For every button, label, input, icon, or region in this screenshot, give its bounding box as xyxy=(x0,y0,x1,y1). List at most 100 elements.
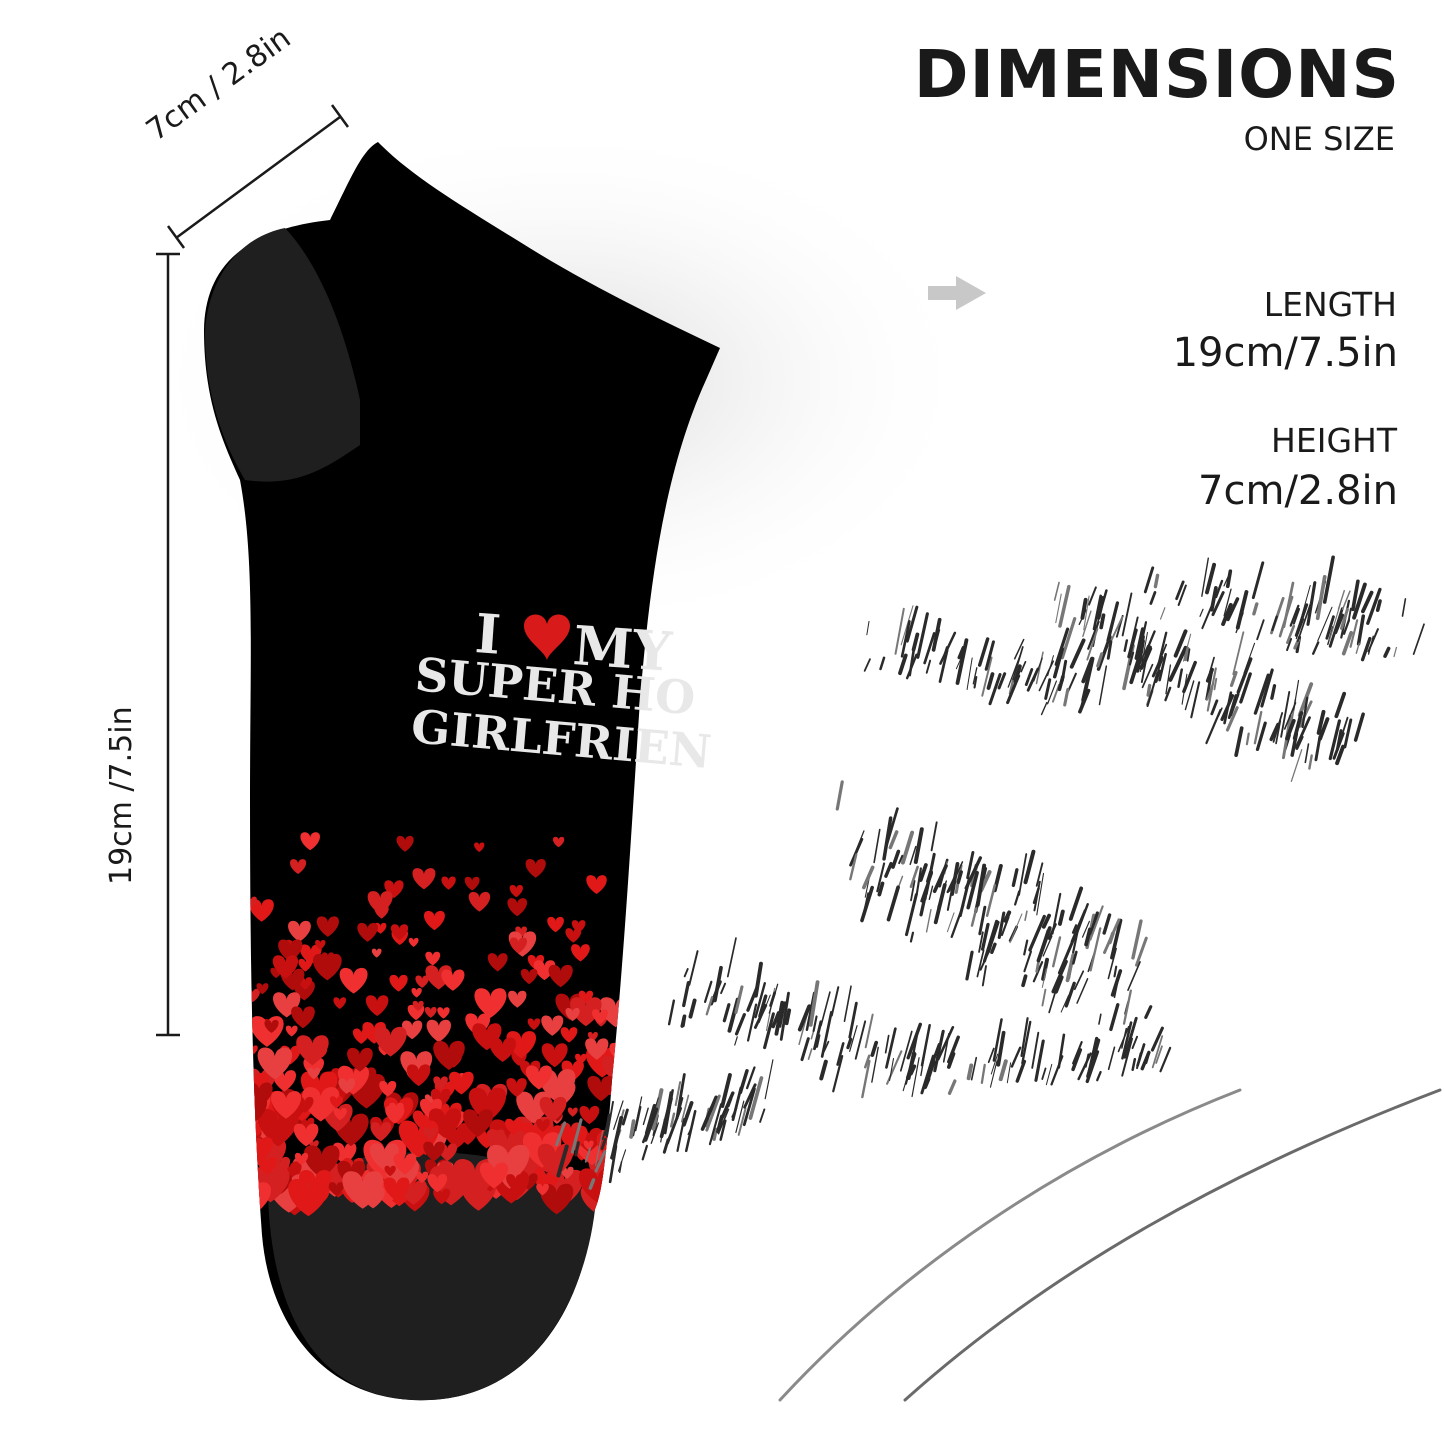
sketch-stroke xyxy=(1164,686,1172,702)
sketch-stroke xyxy=(871,1046,879,1083)
sketch-stroke xyxy=(864,1013,874,1049)
sock-heel xyxy=(205,228,360,482)
sketch-stroke xyxy=(908,647,916,677)
sketch-stroke xyxy=(1088,586,1097,606)
heart-decoration xyxy=(541,1043,568,1068)
sketch-stroke xyxy=(1225,706,1239,732)
sketch-stroke xyxy=(980,1063,986,1084)
sketch-stroke xyxy=(764,1059,774,1100)
sketch-stroke xyxy=(873,828,881,864)
sketch-stroke xyxy=(1184,680,1195,711)
sketch-stroke xyxy=(948,861,964,892)
sketch-stroke xyxy=(981,656,993,697)
sketch-stroke xyxy=(1401,598,1407,617)
sketch-stroke xyxy=(1031,1031,1040,1069)
sketch-stroke xyxy=(1301,696,1309,729)
heart-decoration xyxy=(488,1129,505,1145)
sketch-stroke xyxy=(797,1004,812,1032)
sketch-stroke xyxy=(911,632,920,652)
heart-decoration xyxy=(541,1015,564,1036)
length-dimension-line xyxy=(156,252,180,1037)
sketch-stroke xyxy=(632,1096,643,1137)
sketch-stroke xyxy=(996,1030,1006,1067)
sketch-stroke xyxy=(1159,1046,1172,1073)
sketch-stroke xyxy=(1289,604,1300,627)
sketch-stroke xyxy=(1235,590,1249,630)
heart-decoration xyxy=(333,997,347,1010)
sketch-stroke xyxy=(731,1106,738,1118)
sketch-stroke xyxy=(1092,594,1102,631)
sketch-stroke xyxy=(1131,1057,1137,1072)
sketch-stroke xyxy=(1067,672,1077,693)
sketch-stroke xyxy=(720,1073,732,1108)
sketch-stroke xyxy=(1072,950,1078,965)
sketch-stroke xyxy=(642,1107,649,1126)
sketch-stroke xyxy=(600,1137,607,1151)
sketch-stroke xyxy=(1057,909,1065,926)
sketch-stroke xyxy=(743,1083,757,1109)
sketch-stroke xyxy=(1318,717,1330,741)
heart-decoration xyxy=(441,969,465,991)
sketch-stroke xyxy=(947,1079,957,1095)
sketch-stroke xyxy=(1047,655,1054,677)
sketch-stroke xyxy=(1236,657,1253,694)
sketch-stroke xyxy=(720,1091,735,1119)
sketch-stroke xyxy=(1190,681,1201,719)
sketch-stroke xyxy=(1107,947,1117,980)
sketch-stroke xyxy=(1271,615,1278,632)
sketch-stroke xyxy=(925,908,932,933)
heart-decoration xyxy=(328,1182,344,1196)
sketch-stroke xyxy=(1021,974,1028,988)
sketch-stroke xyxy=(1343,718,1353,749)
heart-decoration xyxy=(509,884,523,898)
sketch-stroke xyxy=(1383,646,1391,658)
sketch-stroke xyxy=(1151,1035,1164,1069)
sketch-stroke xyxy=(1304,743,1310,764)
sketch-stroke xyxy=(574,1141,580,1157)
heart-decoration xyxy=(585,1038,609,1060)
sketch-stroke xyxy=(1322,555,1335,604)
arrow-right-icon xyxy=(928,276,986,310)
heart-decoration xyxy=(565,1008,580,1022)
sketch-stroke xyxy=(613,1100,624,1130)
heart-decoration xyxy=(565,928,582,943)
sketch-stroke xyxy=(1096,652,1104,668)
sketch-stroke xyxy=(909,931,915,943)
sketch-stroke xyxy=(1292,607,1301,625)
sketch-stroke xyxy=(1143,647,1153,667)
sketch-stroke xyxy=(1349,619,1359,648)
sketch-stroke xyxy=(1165,664,1172,695)
heart-decoration xyxy=(525,859,546,878)
sketch-stroke xyxy=(1314,735,1322,762)
sketch-stroke xyxy=(866,620,870,636)
sketch-stroke xyxy=(682,981,691,1008)
sketch-stroke xyxy=(884,1034,890,1054)
sketch-stroke xyxy=(676,1118,686,1152)
sketch-stroke xyxy=(989,1060,998,1088)
sketch-stroke xyxy=(860,885,874,923)
sketch-stroke xyxy=(1253,673,1270,715)
sketch-stroke xyxy=(862,865,875,890)
sketch-stroke xyxy=(737,1107,747,1136)
sketch-stroke xyxy=(1041,957,1050,981)
sketch-stroke xyxy=(667,999,676,1026)
sketch-stroke xyxy=(1367,628,1379,653)
sketch-stroke xyxy=(918,863,928,882)
sketch-stroke xyxy=(936,1026,955,1061)
heart-decoration xyxy=(389,974,408,992)
sketch-stroke xyxy=(1269,722,1280,742)
sketch-stroke xyxy=(1096,1070,1102,1082)
sketch-stroke xyxy=(975,863,987,907)
heart-decoration xyxy=(357,922,378,942)
sketch-stroke xyxy=(675,1073,686,1120)
sketch-stroke xyxy=(964,856,983,890)
sketch-stroke xyxy=(1251,561,1265,600)
height-label: HEIGHT xyxy=(1271,421,1397,460)
sketch-stroke xyxy=(1012,646,1024,681)
sketch-stroke xyxy=(1177,584,1187,607)
sketch-stroke xyxy=(1243,642,1256,674)
sketch-stroke xyxy=(1081,656,1095,702)
heart-icon xyxy=(524,614,570,660)
length-label: LENGTH xyxy=(1263,285,1397,324)
heart-decoration xyxy=(587,1075,615,1102)
